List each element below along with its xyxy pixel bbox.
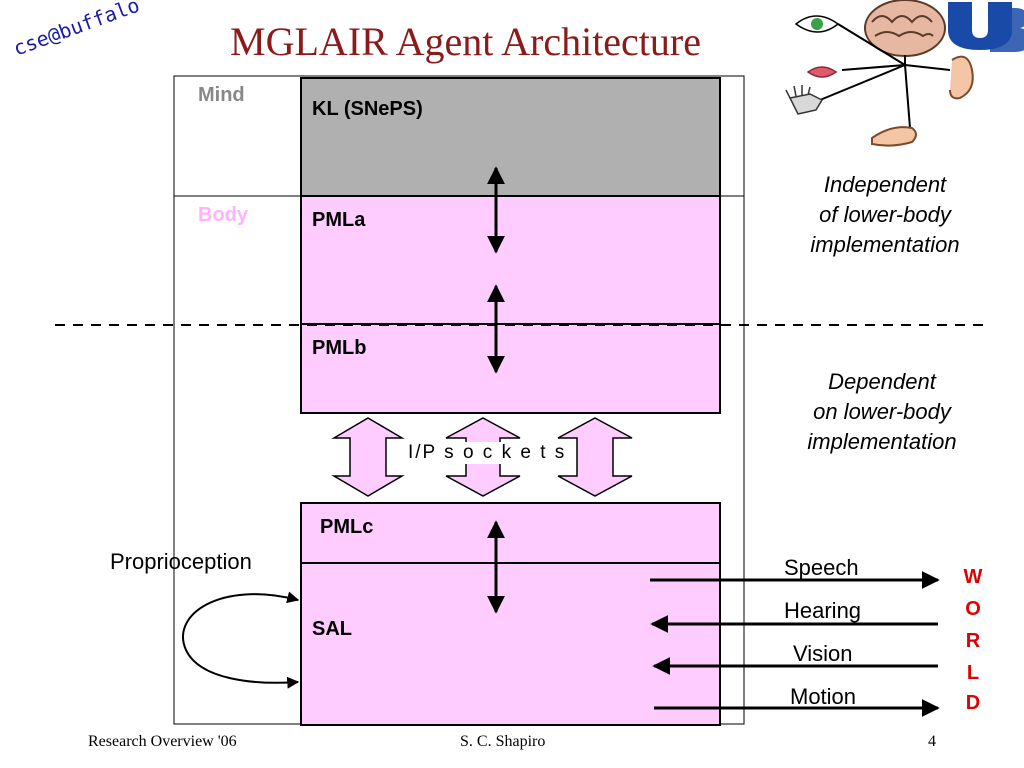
page-title: MGLAIR Agent Architecture [230,19,701,64]
speech-label: Speech [784,555,859,580]
world-letter: D [965,692,981,714]
independent-note-line: implementation [810,232,960,257]
pmlc-block [300,502,721,564]
independent-note-line: of lower-body [819,202,951,227]
ip-sockets-label: I/P s o c k e t s [406,442,569,464]
dependent-note-line: implementation [807,429,957,454]
foot-icon [871,126,917,147]
independent-note-line: Independent [823,172,947,197]
world-letter: W [963,566,983,588]
pmla-label: PMLa [312,209,366,231]
world-letter: R [965,630,981,652]
dependent-note: Dependent on lower-body implementation [766,367,998,457]
body-label: Body [198,204,248,226]
footer-center: S. C. Shapiro [460,733,546,750]
motion-label: Motion [790,684,857,709]
world-letter: L [966,662,980,684]
sal-block [300,562,721,726]
kl-block [300,77,721,197]
pmlc-label: PMLc [320,516,374,538]
vision-label: Vision [793,641,853,666]
proprioception-label: Proprioception [110,549,252,574]
page-number: 4 [928,733,936,750]
ear-icon [949,55,974,100]
dependent-note-line: Dependent [828,369,936,394]
dependent-note-line: on lower-body [813,399,951,424]
proprioception-loop [182,591,300,689]
hand-icon [785,85,824,115]
sal-label: SAL [312,618,352,640]
sensory-figure [785,0,974,147]
mind-label: Mind [198,84,245,106]
pmlb-label: PMLb [312,337,367,359]
ub-logo-icon [948,2,1024,52]
socket-arrow-right [557,417,633,497]
independent-note: Independent of lower-body implementation [770,170,1000,260]
pmlb-block [300,323,721,414]
mouth-icon [806,66,838,78]
world-letter: O [965,598,981,620]
hearing-label: Hearing [784,598,862,623]
footer-left: Research Overview '06 [88,733,237,750]
socket-arrow-left [331,417,405,497]
eye-icon [794,15,840,33]
kl-label: KL (SNePS) [312,98,423,120]
